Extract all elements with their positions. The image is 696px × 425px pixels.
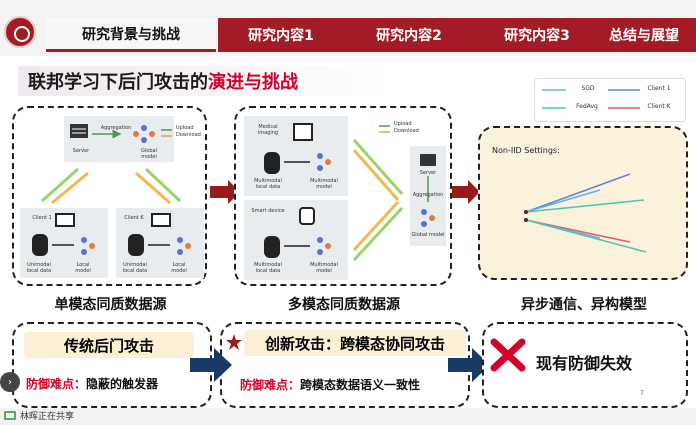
- unimodal-data-2-label: Unimodal local data: [122, 262, 148, 274]
- database-icon: [32, 234, 48, 256]
- tab-research-content-1[interactable]: 研究内容1: [248, 28, 314, 44]
- legend-sgd: SGD: [581, 85, 595, 92]
- chevron-right-icon: ›: [8, 376, 12, 388]
- server-diagram: [70, 124, 155, 143]
- laptop-icon: [151, 213, 171, 227]
- arrow-right-2: [448, 180, 480, 204]
- traditional-attack-title: 传统后门攻击: [24, 332, 194, 358]
- innovative-attack-title: 创新攻击：跨模态协同攻击: [244, 330, 466, 356]
- legend-client-k: Client K: [647, 103, 671, 110]
- database-icon: [264, 236, 280, 258]
- screen-share-bar: [0, 408, 696, 425]
- client-k-label: Client K: [124, 215, 144, 221]
- global-model-label-2: Global model: [411, 232, 445, 238]
- university-logo: [4, 16, 36, 48]
- arrow-navy-2: [448, 348, 490, 382]
- global-model-label: Global model: [141, 148, 157, 160]
- medical-imaging-label: Medical imaging: [257, 124, 279, 136]
- tab-research-background[interactable]: 研究背景与挑战: [46, 18, 216, 52]
- multimodal-data-2-label: Multimodal local data: [254, 262, 282, 274]
- multimodal-data-1-label: Multimodal local data: [254, 178, 282, 190]
- panel-async-label: 异步通信、异构模型: [521, 297, 647, 313]
- noniid-label: Non-IID Settings:: [492, 146, 560, 155]
- panel-async: [478, 126, 688, 280]
- client-icons: [32, 213, 191, 256]
- multimodal-model-1-label: Multimodal model: [310, 178, 338, 190]
- tab-research-content-2[interactable]: 研究内容2: [376, 28, 442, 44]
- server-icon: [70, 124, 88, 138]
- global-model-icon: [133, 125, 155, 143]
- server-column-icons: [420, 154, 436, 227]
- multimodal-model-2-label: Multimodal model: [310, 262, 338, 274]
- star-icon: [226, 334, 242, 350]
- tab-summary[interactable]: 总结与展望: [609, 28, 679, 44]
- async-update-diagram: [524, 173, 647, 253]
- server-icon: [420, 154, 436, 166]
- defense-difficulty-value: 隐蔽的触发器: [86, 377, 159, 391]
- tab-research-content-3[interactable]: 研究内容3: [504, 28, 570, 44]
- page-title: 联邦学习下后门攻击的演进与挑战: [18, 66, 388, 96]
- page-number: 7: [640, 390, 644, 397]
- local-model-1-label: Local model: [75, 262, 91, 274]
- cross-icon: [490, 338, 526, 372]
- panel-unimodal-label: 单模态同质数据源: [54, 297, 167, 313]
- page-title-main: 联邦学习下后门攻击的: [28, 72, 208, 93]
- legend-arrows: [542, 89, 640, 109]
- aggregation-label-2: Aggregation: [412, 192, 444, 198]
- upload-label-2: Upload: [394, 121, 412, 127]
- tab-bar: [218, 18, 696, 52]
- smart-device-client-area: [244, 200, 348, 280]
- multimodal-arrows: [352, 139, 404, 262]
- local-model-2-label: Local model: [171, 262, 187, 274]
- legend-fedavg: FedAvg: [576, 103, 598, 110]
- aggregation-label: Aggregation: [100, 125, 132, 131]
- client-1-label: Client 1: [32, 215, 52, 221]
- defense-difficulty-value-2: 跨模态数据语义一致性: [300, 378, 421, 392]
- innovative-attack-detail: 防御难点：跨模态数据语义一致性: [240, 376, 420, 393]
- multimodal-client-icons: [264, 123, 331, 258]
- server-label: Server: [72, 148, 90, 154]
- defense-failure-title: 现有防御失效: [536, 354, 633, 373]
- page-title-highlight: 演进与挑战: [208, 72, 298, 93]
- database-icon: [264, 152, 280, 174]
- smartwatch-icon: [299, 207, 315, 225]
- monitor-icon: [293, 123, 313, 141]
- arrow-right-1: [210, 180, 240, 204]
- server-area: [64, 116, 174, 162]
- download-label: Download: [176, 132, 201, 138]
- upload-download-legend-2: [379, 125, 390, 133]
- left-overlay-control[interactable]: ›: [0, 372, 20, 392]
- arrow-navy-1: [190, 348, 232, 382]
- database-icon: [128, 234, 144, 256]
- defense-difficulty-label: 防御难点：: [26, 377, 87, 391]
- screen-share-icon: [4, 411, 16, 420]
- traditional-attack-detail: 防御难点：隐蔽的触发器: [26, 375, 158, 392]
- screen-share-status: 林晖正在共享: [20, 412, 75, 422]
- legend-client-1: Client 1: [647, 85, 671, 92]
- panel-multimodal-label: 多模态同质数据源: [288, 297, 400, 313]
- smart-device-label: Smart device: [251, 208, 285, 214]
- defense-difficulty-label-2: 防御难点：: [240, 378, 301, 392]
- upload-label: Upload: [176, 125, 194, 131]
- download-label-2: Download: [394, 128, 419, 134]
- server-label-2: Server: [419, 170, 437, 176]
- laptop-icon: [55, 213, 75, 227]
- upload-arrows: [41, 167, 182, 205]
- unimodal-data-1-label: Unimodal local data: [26, 262, 52, 274]
- upload-download-legend: [161, 129, 172, 137]
- legend-box: [534, 78, 686, 122]
